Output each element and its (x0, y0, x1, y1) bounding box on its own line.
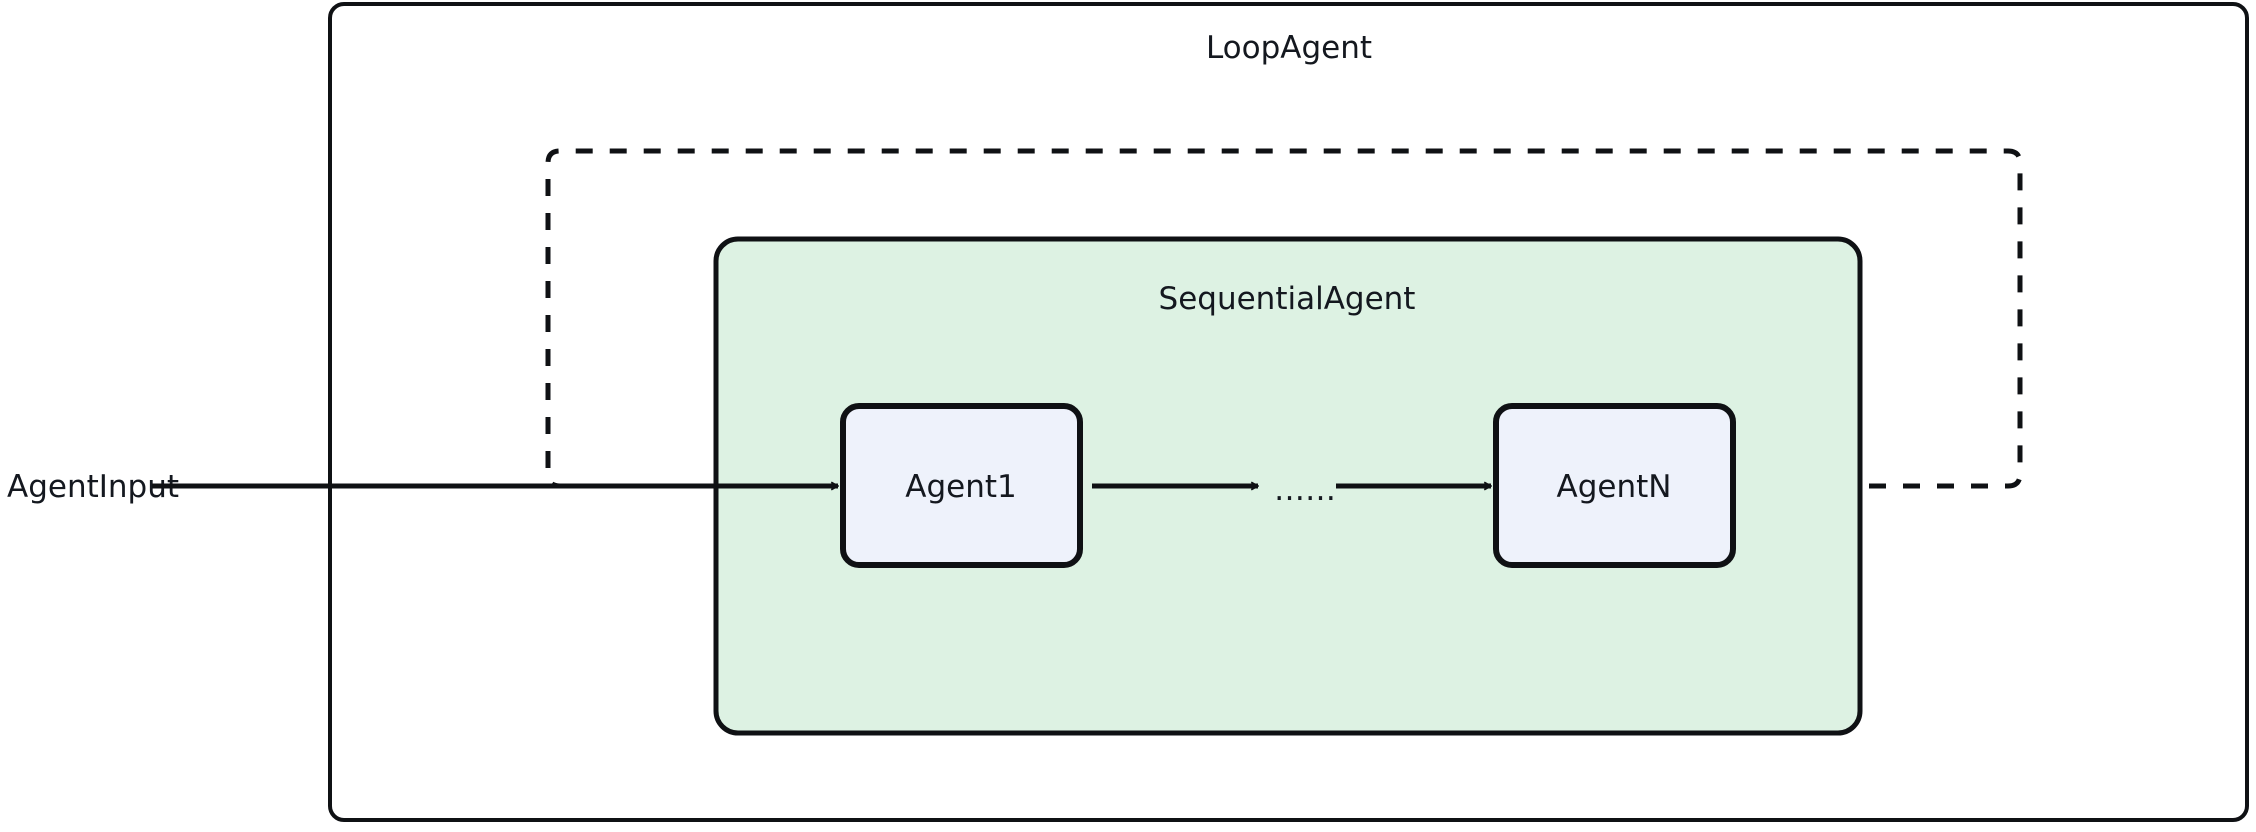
loop-agent-title: LoopAgent (1206, 30, 1372, 66)
sequential-agent-title: SequentialAgent (1159, 281, 1416, 317)
agent-input-label: AgentInput (7, 469, 179, 505)
agentN-label: AgentN (1557, 469, 1672, 505)
loopback-dashed-path (545, 148, 2023, 489)
ellipsis-label: …… (1274, 472, 1336, 508)
agent1-label: Agent1 (905, 469, 1016, 505)
agentN-node (1493, 403, 1736, 568)
agent1-node (840, 403, 1083, 568)
